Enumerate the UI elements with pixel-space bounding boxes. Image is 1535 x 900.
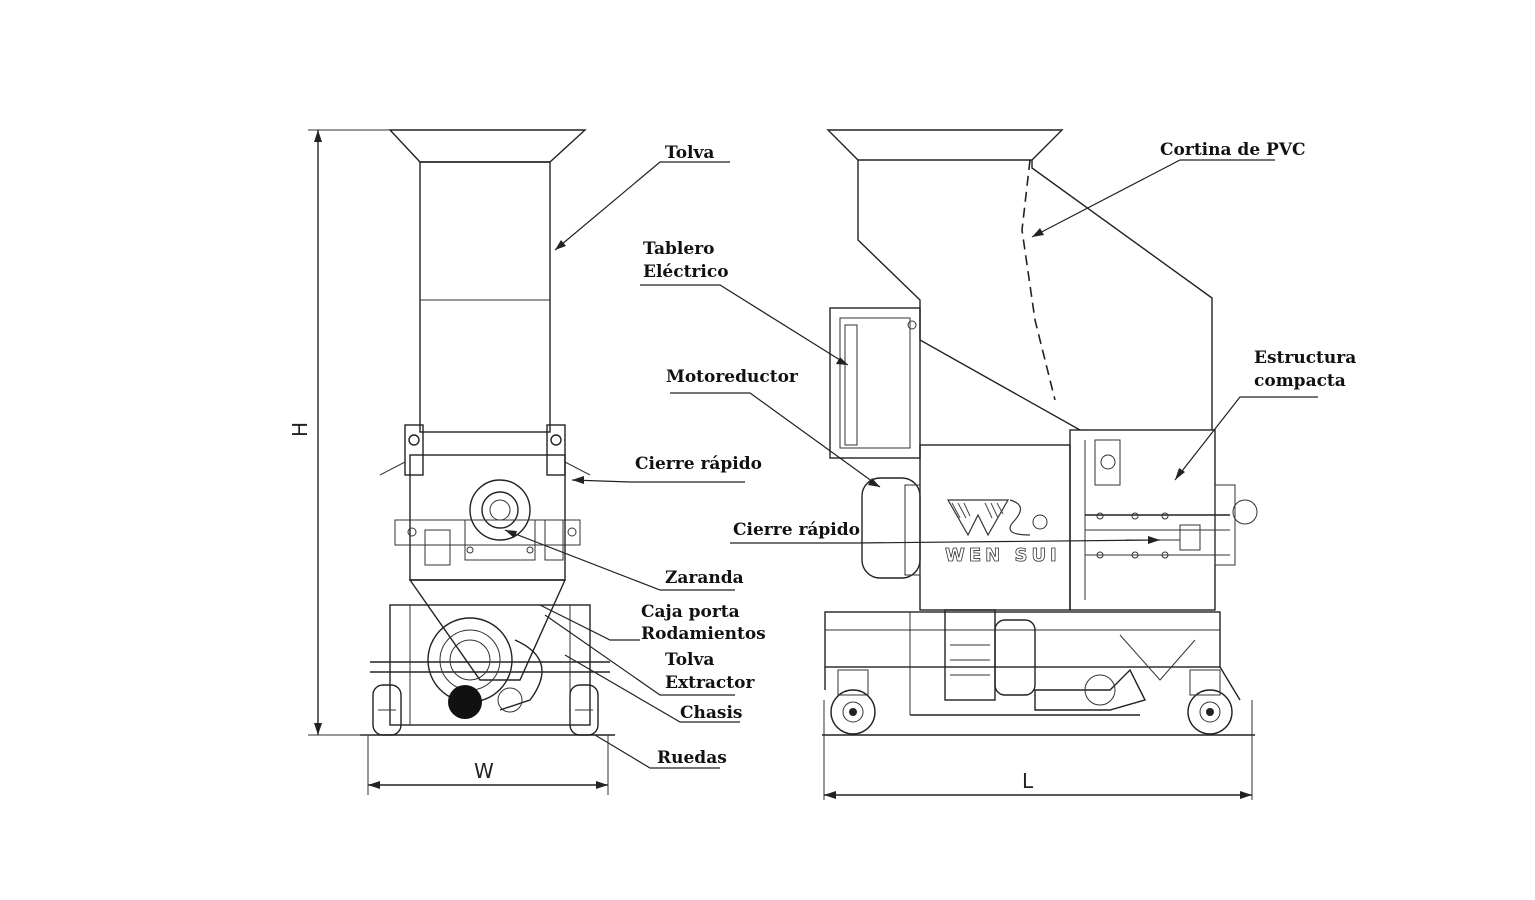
height-dimension [308, 130, 390, 735]
motor-reducer [862, 478, 920, 578]
label-cierre-rapido-front: Cierre rápido [635, 454, 762, 474]
label-tolva-extractor-line2: Extractor [665, 673, 755, 693]
electrical-cabinet [830, 308, 920, 458]
label-chasis: Chasis [680, 703, 743, 723]
side-main-body [920, 445, 1070, 610]
label-caja-line1: Caja porta [641, 602, 740, 622]
wensui-logo-mark [948, 500, 1047, 535]
side-motor [945, 610, 995, 700]
label-estructura-line1: Estructura [1254, 348, 1356, 368]
label-caja-line2: Rodamientos [641, 624, 766, 644]
pvc-curtain [1022, 160, 1055, 400]
front-motor [448, 685, 482, 719]
label-motoreductor: Motoreductor [666, 367, 799, 387]
side-view: WEN SUI [822, 130, 1257, 735]
label-cortina-pvc: Cortina de PVC [1160, 140, 1306, 160]
front-cutting-chamber [410, 455, 565, 580]
label-tolva: Tolva [665, 143, 714, 163]
front-hopper-body [420, 162, 550, 432]
wensui-logo-text: WEN SUI [945, 545, 1061, 566]
label-estructura-line2: compacta [1254, 371, 1346, 391]
width-label: W [474, 759, 494, 783]
length-label: L [1022, 769, 1034, 793]
label-tablero-line2: Eléctrico [643, 262, 729, 282]
height-label: H [288, 422, 312, 437]
label-zaranda: Zaranda [665, 568, 744, 588]
side-hopper-funnel [828, 130, 1062, 160]
front-bearing-flange [470, 480, 530, 540]
label-tablero-line1: Tablero [643, 239, 715, 259]
front-hopper-funnel [390, 130, 585, 162]
label-ruedas: Ruedas [657, 748, 727, 768]
label-tolva-extractor-line1: Tolva [665, 650, 714, 670]
label-cierre-rapido-side: Cierre rápido [733, 520, 860, 540]
leader-lines [505, 160, 1318, 768]
front-view [360, 130, 615, 735]
